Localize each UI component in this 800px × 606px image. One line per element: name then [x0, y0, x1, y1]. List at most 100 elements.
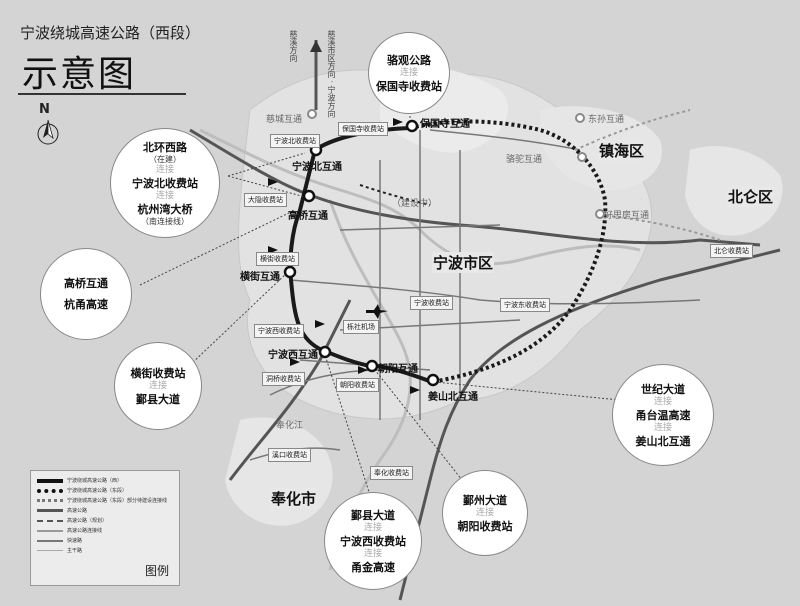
callout-connector: 连接 [155, 164, 174, 175]
connector-dotted [599, 214, 721, 241]
toll-box-xikou: 溪口收费站 [268, 448, 311, 462]
district-fenghua: 奉化市 [270, 488, 318, 509]
direction-label-left: 慈溪方向 [289, 30, 298, 62]
legend-swatch [37, 478, 63, 483]
callout-line: 横街收费站 [130, 366, 186, 380]
toll-box-hengjie: 横街收费站 [256, 252, 299, 266]
callout-beihuan: 北环西路 （在建） 连接 宁波北收费站 连接 杭州湾大桥 （南连接线） [110, 128, 220, 238]
flag-icon [290, 358, 300, 370]
callout-connector: 连接 [155, 190, 174, 201]
connector-dotted [359, 184, 431, 206]
callout-line: 甬金高速 [351, 560, 395, 574]
legend-swatch [37, 529, 63, 532]
legend-item: 高速公路连接线 [67, 528, 103, 534]
north-arrow-icon [310, 40, 322, 52]
legend-panel: 宁波绕城高速公路（西） 宁波绕城高速公路（东段） 宁波绕城高速公路（东段）部分待… [30, 470, 180, 586]
interchange-marker-hengjie [283, 265, 297, 279]
callout-line: 甬台温高速 [635, 408, 691, 422]
connector-dotted [574, 109, 691, 151]
legend-swatch [37, 539, 63, 542]
callout-line: 世纪大道 [641, 382, 685, 396]
callout-luoguan: 骆观公路 连接 保国寺收费站 [368, 32, 450, 114]
callout-connector: 连接 [363, 548, 382, 559]
flag-icon [410, 386, 420, 398]
callout-yinzhou: 鄞州大道 连接 朝阳收费站 [442, 470, 528, 556]
label-fenghuajiang: 奉化江 [276, 421, 304, 431]
callout-line: 骆观公路 [387, 53, 431, 67]
label-luotuo-interchange: 骆驼互通 [506, 155, 543, 165]
callout-line: 姜山北互通 [635, 434, 691, 448]
callout-yinxian: 鄞县大道 连接 宁波西收费站 连接 甬金高速 [324, 492, 422, 590]
airplane-icon [366, 304, 388, 319]
district-beilun: 北仑区 [727, 186, 775, 207]
callout-hengjie: 横街收费站 连接 鄞县大道 [114, 342, 202, 430]
callout-line: 宁波西收费站 [340, 534, 406, 548]
label-dongsun-interchange: 东孙互通 [588, 115, 625, 125]
leader-lines [139, 100, 621, 496]
interchange-marker-luotuo [577, 152, 587, 162]
legend-swatch [37, 519, 63, 522]
road [429, 129, 581, 151]
label-chaoyang-interchange: 朝阳互通 [378, 364, 418, 375]
toll-box-ningbo: 宁波收费站 [410, 296, 453, 310]
toll-box-airport: 栎社机场 [343, 320, 379, 334]
label-haoshifang-interchange: 好思房互通 [604, 211, 650, 221]
callout-line: 鄞县大道 [351, 508, 395, 522]
callout-connector: 连接 [653, 396, 672, 407]
flag-icon [393, 118, 403, 130]
interchange-marker-baoguo [405, 119, 419, 133]
interchange-marker-dongsun [575, 113, 585, 123]
toll-box-chaoyang: 朝阳收费站 [336, 378, 379, 392]
callout-line: 高桥互通 [64, 277, 108, 290]
label-jiangshan-north-interchange: 姜山北互通 [428, 392, 478, 403]
interchange-marker-haoshifang [595, 209, 605, 219]
toll-box-beilun: 北仑收费站 [710, 244, 753, 258]
interchange-marker-cixi [307, 109, 317, 119]
legend-swatch [37, 509, 63, 512]
legend-swatch [37, 550, 63, 551]
compass-letter: N [39, 102, 50, 117]
callout-note: （南连接线） [141, 216, 189, 226]
toll-box-dayin: 大隐收费站 [244, 193, 287, 207]
label-ningbo-west-interchange: 宁波西互通 [268, 350, 318, 361]
callout-connector: 连接 [399, 67, 418, 78]
legend-item: 高速公路（规划） [67, 518, 108, 524]
callout-connector: 连接 [363, 522, 382, 533]
flag-icon [358, 366, 368, 378]
toll-box-ningbo-north: 宁波北收费站 [270, 134, 320, 148]
callout-line: 保国寺收费站 [376, 79, 442, 93]
toll-box-ningbo-east: 宁波东收费站 [500, 298, 550, 312]
yongjin-expressway [228, 299, 352, 481]
interchange-markers [283, 109, 605, 387]
toll-box-fenghua: 奉化收费站 [370, 466, 413, 480]
callout-line: 宁波北收费站 [132, 176, 198, 190]
road [339, 224, 501, 231]
interchange-marker-jiangshan-north [426, 373, 440, 387]
district-ningbo-city: 宁波市区 [432, 252, 495, 273]
callout-connector: 连接 [653, 422, 672, 433]
callout-note: （在建） [149, 154, 181, 164]
flag-icon [315, 320, 325, 332]
interchange-marker-chaoyang [365, 359, 379, 373]
label-cixi-interchange: 慈城互通 [266, 115, 303, 125]
legend-item: 高速公路 [67, 508, 88, 514]
legend-swatch [37, 499, 63, 502]
toll-box-ningbo-west: 宁波西收费站 [254, 324, 304, 338]
legend-item: 宁波绕城高速公路（东段） [67, 488, 128, 494]
compass-icon [37, 119, 59, 145]
callout-line: 朝阳收费站 [457, 519, 513, 533]
district-zhenhai: 镇海区 [598, 140, 646, 161]
interchange-marker-gaoqiao [302, 189, 316, 203]
urban-area-fenghua [225, 417, 333, 526]
label-gaoqiao-interchange: 高桥互通 [288, 211, 328, 222]
toll-flags [268, 118, 420, 398]
label-construction: （建设中） [392, 199, 438, 209]
legend-item: 快速路 [67, 538, 83, 544]
compass: N [30, 102, 64, 154]
legend-item: 宁波绕城高速公路（东段）部分待建设连接线 [67, 498, 168, 504]
callout-line: 杭甬高速 [64, 298, 108, 311]
legend-item: 主干路 [67, 548, 83, 554]
title-underline [18, 93, 186, 95]
hangyong-expressway [189, 128, 761, 247]
